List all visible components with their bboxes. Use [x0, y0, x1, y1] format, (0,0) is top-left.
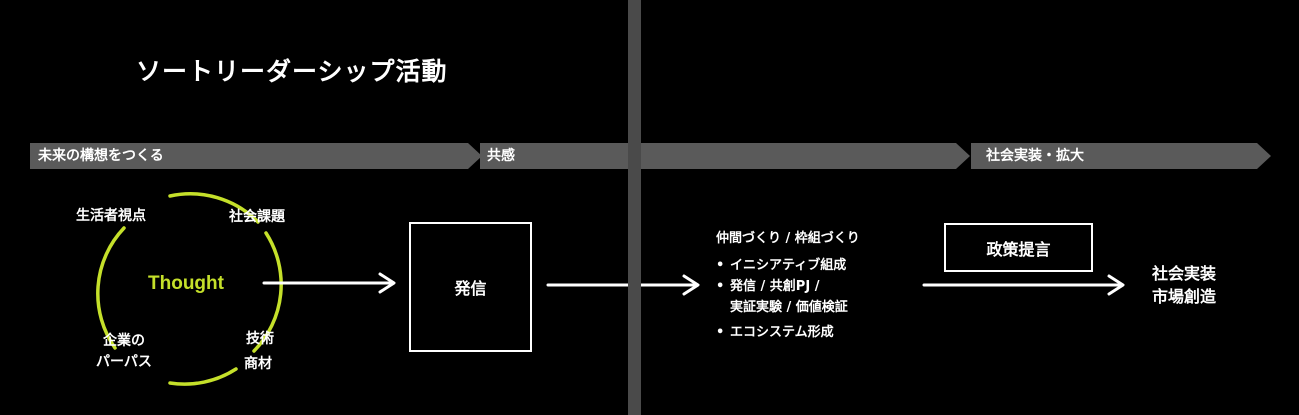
bullet: • — [716, 258, 725, 273]
outcome-block: 社会実装 市場創造 — [1152, 262, 1216, 308]
phase-label-empathy: 共感 — [487, 148, 515, 164]
activity-item: • 発信 / 共創PJ / — [716, 276, 860, 297]
timeline-divider — [628, 0, 641, 415]
policy-proposal-label: 政策提言 — [986, 239, 1051, 259]
send-box-label: 発信 — [454, 279, 487, 298]
thought-center-label: Thought — [148, 273, 224, 294]
phase-arrow-2 — [480, 143, 628, 169]
cycle-label-corporate: 企業の — [103, 333, 145, 349]
activity-text: 実証実験 / 価値検証 — [730, 300, 848, 315]
thought-cycle-ring — [96, 192, 283, 386]
outcome-line-2: 市場創造 — [1152, 287, 1217, 306]
activity-item: • エコシステム形成 — [716, 322, 860, 343]
page-title: ソートリーダーシップ活動 — [136, 57, 448, 86]
send-box: 発信 — [409, 222, 532, 352]
outcome-line-1: 社会実装 — [1152, 264, 1217, 283]
bullet: • — [716, 325, 725, 340]
activity-text: 発信 / 共創PJ / — [730, 279, 820, 294]
cycle-label-technology: 技術 — [246, 331, 274, 347]
cycle-label-purpose: パーパス — [96, 354, 152, 370]
arrow-activities-to-outcome — [922, 274, 1125, 296]
activities-heading: 仲間づくり / 枠組づくり — [716, 231, 860, 246]
activity-item: • イニシアティブ組成 — [716, 255, 860, 276]
arrow-thought-to-send — [262, 272, 396, 294]
phase-arrow-3 — [641, 143, 970, 169]
phase-arrow-1 — [30, 143, 482, 169]
activity-item-continued: 実証実験 / 価値検証 — [716, 297, 860, 318]
arrow-send-to-activities — [546, 274, 700, 296]
cycle-label-products: 商材 — [244, 356, 272, 372]
phase-label-future: 未来の構想をつくる — [38, 148, 164, 164]
cycle-label-social-issues: 社会課題 — [229, 209, 285, 225]
policy-proposal-box: 政策提言 — [944, 223, 1093, 272]
activity-text: イニシアティブ組成 — [730, 258, 847, 273]
phase-label-social-implementation: 社会実装・拡大 — [986, 148, 1084, 164]
cycle-label-consumer-view: 生活者視点 — [76, 208, 146, 224]
activities-block: 仲間づくり / 枠組づくり • イニシアティブ組成 • 発信 / 共創PJ / … — [716, 228, 860, 343]
phase-arrow-4 — [971, 143, 1271, 169]
activity-text: エコシステム形成 — [730, 325, 834, 340]
bullet: • — [716, 279, 725, 294]
